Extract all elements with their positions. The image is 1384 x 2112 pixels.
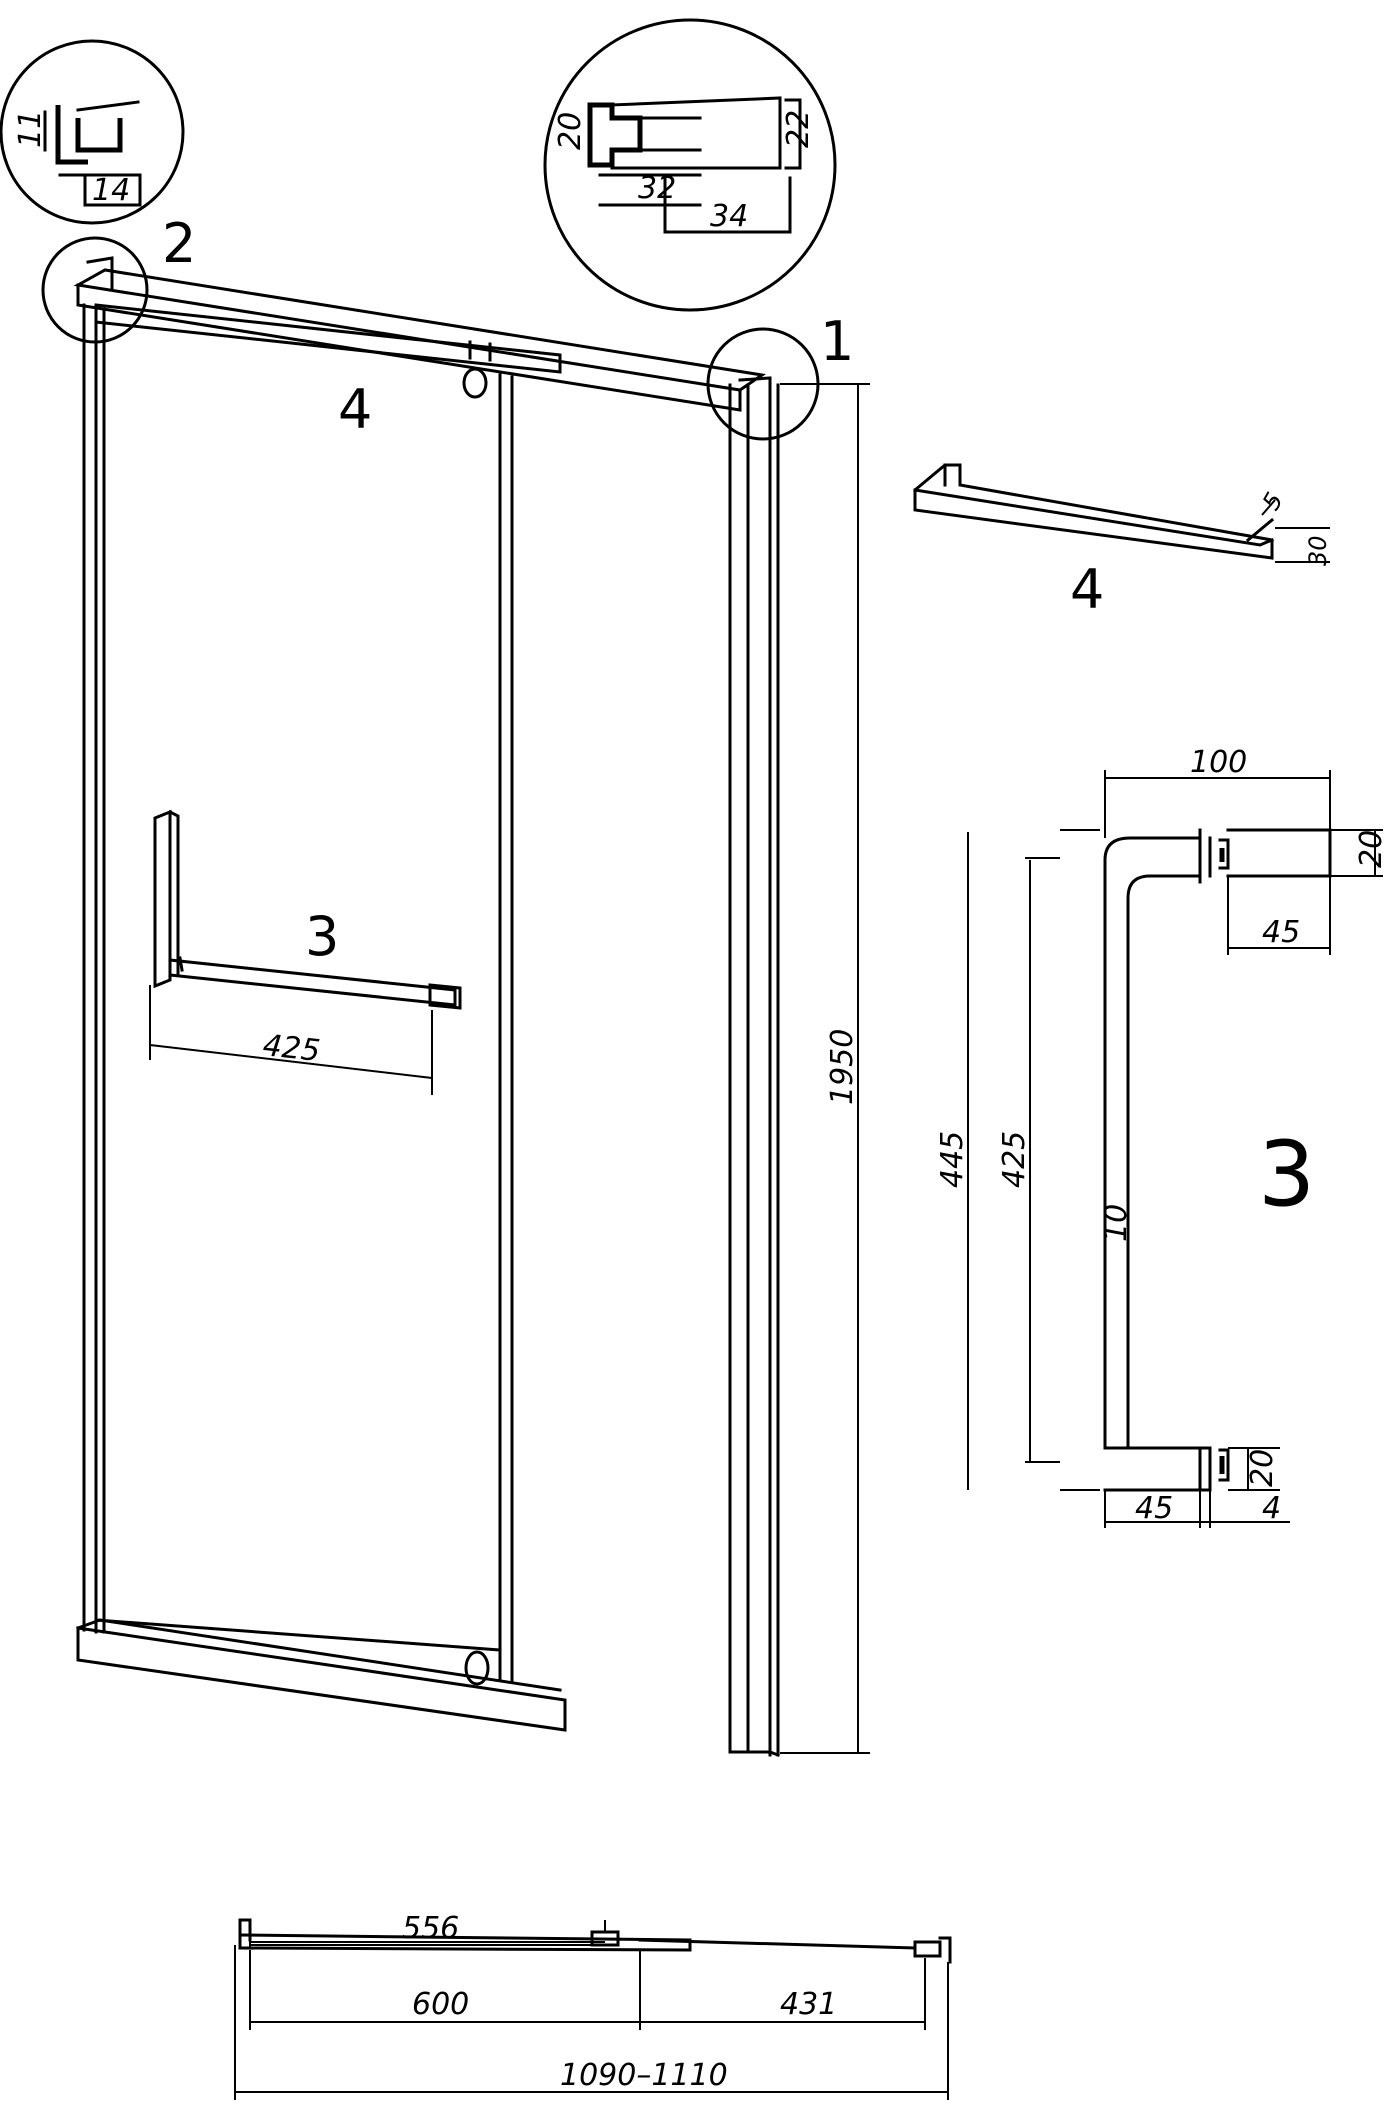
dim-knob-45-top: 45 [1262, 915, 1300, 950]
dim-handle-45-bot: 45 [1135, 1491, 1173, 1526]
dim-handle-445: 445 [935, 1131, 970, 1188]
dim-knob-20-bot: 20 [1245, 1449, 1280, 1487]
dim-handle-425: 425 [997, 1131, 1032, 1188]
dim-profile-34: 34 [710, 199, 748, 234]
callout-3-detail: 3 [1258, 1122, 1315, 1227]
callout-4-detail: 4 [1070, 558, 1104, 621]
dim-plan-431: 431 [780, 1987, 837, 2022]
dim-plan-total: 1090–1110 [560, 2058, 728, 2093]
plan-view: 556 600 431 1090–1110 [234, 1911, 952, 2100]
dim-handle-10: 10 [1099, 1204, 1134, 1242]
dim-plan-556: 556 [402, 1911, 459, 1946]
detail-4-top-bar: 5 30 [913, 463, 1332, 566]
callout-1: 1 [820, 310, 854, 373]
dim-profile-22: 22 [781, 110, 816, 148]
dim-knob-20-top: 20 [1354, 830, 1384, 868]
dim-bar-5: 5 [1257, 488, 1289, 515]
dim-handle-100: 100 [1190, 745, 1247, 780]
dim-profile-20: 20 [553, 112, 588, 150]
detail-circle-profile: 20 22 32 34 [543, 18, 837, 312]
dim-door-height-1950: 1950 [825, 1029, 860, 1105]
detail-3-handle: 100 20 45 445 425 10 45 4 20 [935, 745, 1384, 1528]
detail-circle-2: 11 14 [0, 39, 185, 225]
door-front-view: 425 1950 [73, 256, 870, 1757]
callout-3-door: 3 [305, 905, 339, 968]
dim-profile-11: 11 [13, 110, 48, 148]
dim-handle-4: 4 [1262, 1491, 1281, 1526]
dim-profile-14: 14 [92, 173, 130, 208]
dim-profile-32: 32 [638, 171, 676, 206]
callout-2: 2 [162, 212, 196, 275]
callout-4-door: 4 [338, 378, 372, 441]
dim-bar-30: 30 [1304, 535, 1332, 566]
dim-plan-600: 600 [412, 1987, 469, 2022]
dim-handle-425-door: 425 [261, 1028, 322, 1069]
